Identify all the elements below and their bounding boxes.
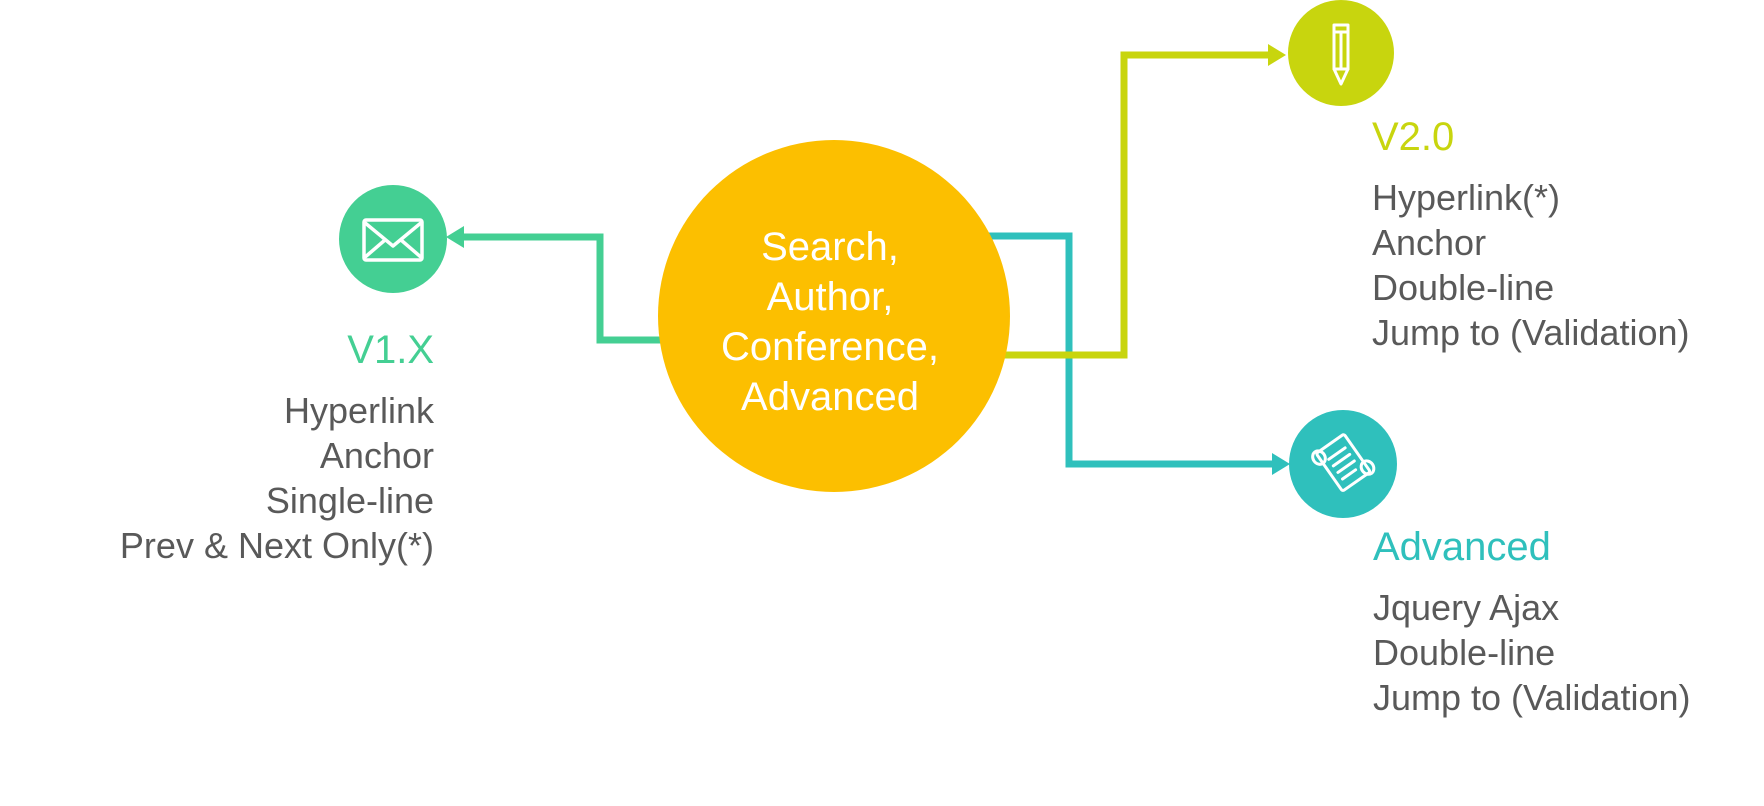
advanced-icon-circle bbox=[1289, 410, 1397, 518]
list-item: Double-line bbox=[1373, 632, 1556, 673]
arrowhead-advanced bbox=[1272, 453, 1290, 475]
list-item: Jump to (Validation) bbox=[1372, 312, 1690, 353]
branch-advanced-title: Advanced bbox=[1373, 525, 1551, 569]
list-item: Anchor bbox=[319, 435, 434, 476]
list-item: Jquery Ajax bbox=[1373, 587, 1560, 628]
branch-advanced-items: Jquery Ajax Double-line Jump to (Validat… bbox=[1373, 585, 1690, 720]
branch-v1: V1.X Hyperlink Anchor Single-line Prev &… bbox=[120, 326, 434, 568]
connector-advanced bbox=[980, 232, 1272, 468]
connector-v2 bbox=[1000, 51, 1268, 359]
center-line: Conference, bbox=[721, 325, 939, 369]
connector-v1 bbox=[462, 233, 665, 344]
list-item: Hyperlink(*) bbox=[1372, 177, 1561, 218]
list-item: Single-line bbox=[265, 480, 434, 521]
list-item: Jump to (Validation) bbox=[1373, 677, 1691, 718]
scroll-icon bbox=[1311, 433, 1376, 492]
branch-advanced: Advanced Jquery Ajax Double-line Jump to… bbox=[1373, 523, 1690, 720]
list-item: Anchor bbox=[1372, 222, 1487, 263]
branch-v2: V2.0 Hyperlink(*) Anchor Double-line Jum… bbox=[1372, 113, 1689, 355]
pencil-icon bbox=[1332, 23, 1350, 86]
center-label: Search, Author, Conference, Advanced bbox=[660, 222, 1000, 422]
list-item: Hyperlink bbox=[283, 390, 434, 431]
list-item: Double-line bbox=[1372, 267, 1555, 308]
branch-v2-items: Hyperlink(*) Anchor Double-line Jump to … bbox=[1372, 175, 1689, 355]
center-circle bbox=[658, 140, 1010, 492]
v1-icon-circle bbox=[339, 185, 447, 293]
list-item: Prev & Next Only(*) bbox=[119, 525, 434, 566]
center-line: Advanced bbox=[741, 375, 919, 419]
arrowhead-v1 bbox=[446, 226, 464, 248]
arrowhead-v2 bbox=[1268, 44, 1286, 66]
envelope-icon bbox=[362, 218, 424, 262]
center-line: Search, bbox=[761, 225, 899, 269]
branch-v1-items: Hyperlink Anchor Single-line Prev & Next… bbox=[120, 388, 434, 568]
branch-v2-title: V2.0 bbox=[1372, 115, 1455, 159]
branch-v1-title: V1.X bbox=[347, 328, 434, 372]
center-line: Author, bbox=[766, 275, 894, 319]
